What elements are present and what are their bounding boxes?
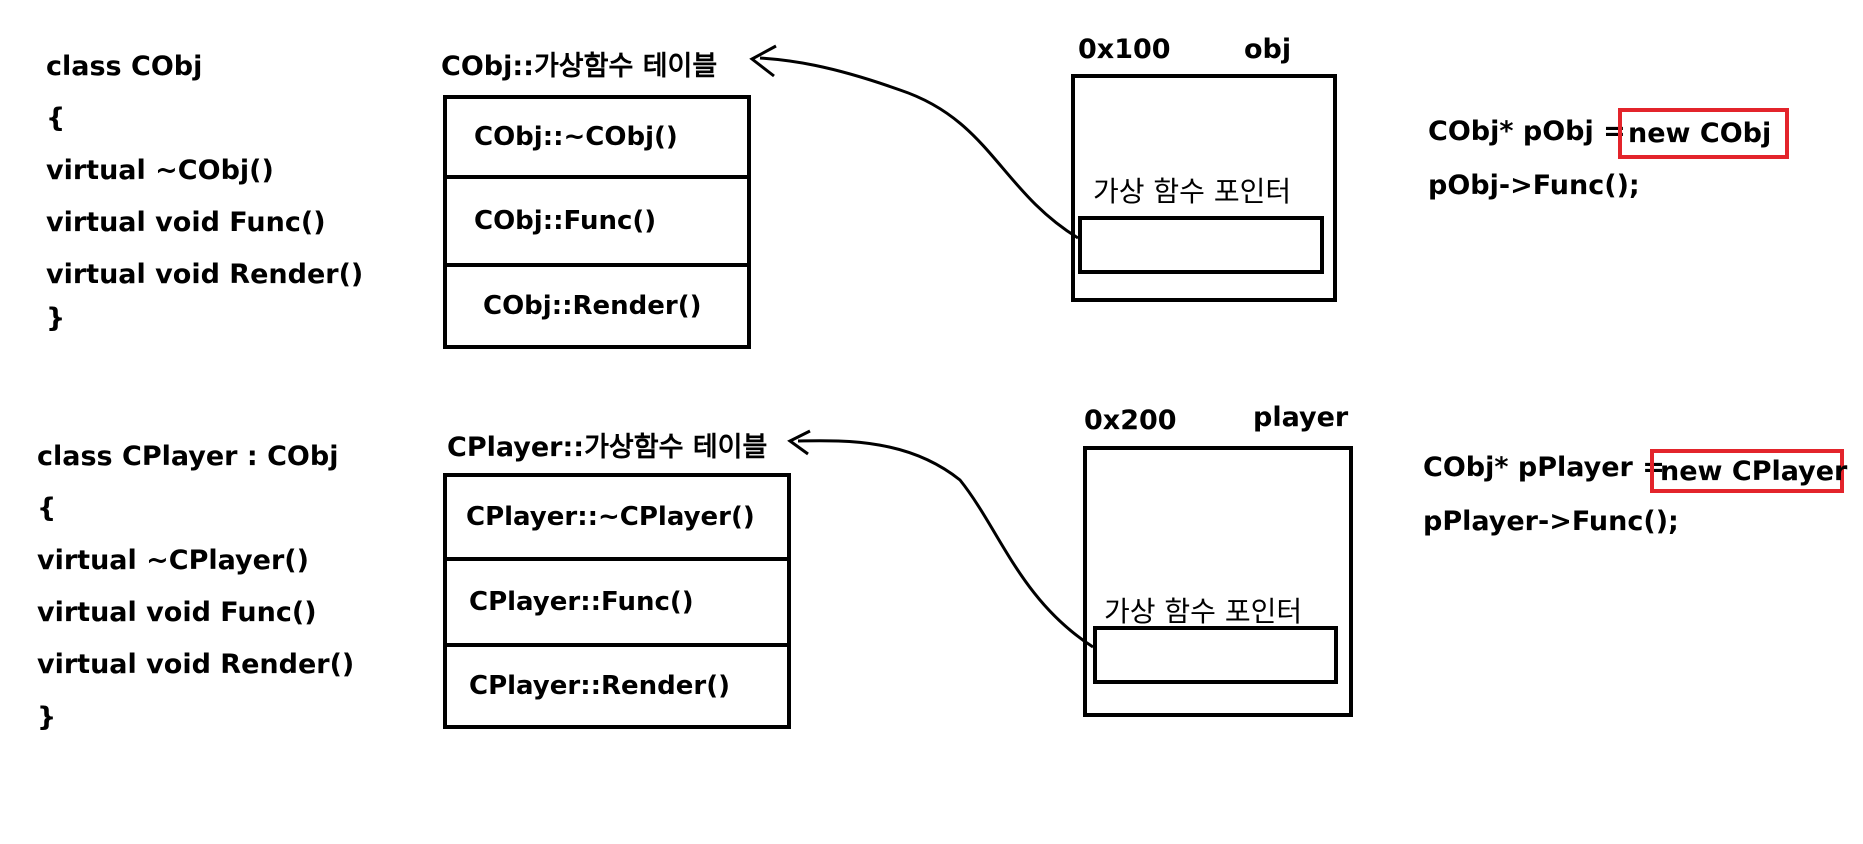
vtable-entry: CPlayer::Render()	[469, 671, 730, 701]
player-vptr-label: 가상 함수 포인터	[1104, 595, 1303, 628]
cobj-decl: CObj* pObj =	[1428, 116, 1626, 147]
vtable-entry: CPlayer::Func()	[469, 587, 694, 617]
player-vptr-slot	[1093, 626, 1338, 684]
obj-vptr-slot	[1078, 216, 1324, 274]
player-vptr-arrowhead	[787, 429, 811, 456]
cobj-class-line: virtual void Render()	[46, 259, 364, 290]
cplayer-class-line: virtual void Render()	[37, 649, 355, 680]
cplayer-class-line: {	[37, 493, 57, 524]
obj-address: 0x100	[1078, 34, 1171, 65]
cobj-class-line: }	[46, 303, 66, 334]
cobj-class-line: virtual ~CObj()	[46, 155, 274, 186]
vtable-entry: CObj::Func()	[474, 206, 657, 236]
cplayer-class-line: virtual ~CPlayer()	[37, 545, 309, 576]
vtable-entry: CPlayer::~CPlayer()	[466, 502, 755, 532]
player-vptr-arrow-line	[797, 439, 1094, 649]
cplayer-vtable: CPlayer::~CPlayer() CPlayer::Func() CPla…	[443, 473, 791, 729]
cplayer-class-line: virtual void Func()	[37, 597, 317, 628]
cplayer-call: pPlayer->Func();	[1423, 506, 1679, 537]
obj-vptr-arrowhead	[749, 44, 777, 78]
cobj-new-highlight: new CObj	[1618, 108, 1789, 159]
cobj-class-line: class CObj	[46, 51, 203, 82]
vtable-entry: CObj::Render()	[483, 291, 702, 321]
cobj-vtable-title: CObj::가상함수 테이블	[441, 51, 718, 82]
cplayer-class-line: class CPlayer : CObj	[37, 441, 339, 472]
player-name: player	[1253, 402, 1349, 433]
cobj-class-line: virtual void Func()	[46, 207, 326, 238]
cplayer-new-highlight: new CPlayer	[1650, 449, 1847, 493]
cplayer-decl: CObj* pPlayer =	[1423, 452, 1665, 483]
obj-name: obj	[1244, 34, 1292, 65]
player-memory-box	[1083, 446, 1353, 717]
vtable-divider	[447, 263, 747, 267]
cplayer-class-line: }	[37, 702, 57, 733]
obj-memory-box	[1071, 74, 1337, 302]
vtable-entry: CObj::~CObj()	[474, 122, 678, 152]
obj-vptr-label: 가상 함수 포인터	[1093, 175, 1292, 208]
cobj-call: pObj->Func();	[1428, 170, 1640, 201]
obj-vptr-arrow-line	[759, 56, 1079, 240]
cplayer-vtable-title: CPlayer::가상함수 테이블	[447, 432, 768, 463]
cobj-vtable: CObj::~CObj() CObj::Func() CObj::Render(…	[443, 95, 751, 349]
cobj-class-line: {	[46, 103, 66, 134]
vtable-divider	[447, 643, 787, 647]
vtable-divider	[447, 175, 747, 179]
player-address: 0x200	[1084, 405, 1177, 436]
vtable-divider	[447, 557, 787, 561]
